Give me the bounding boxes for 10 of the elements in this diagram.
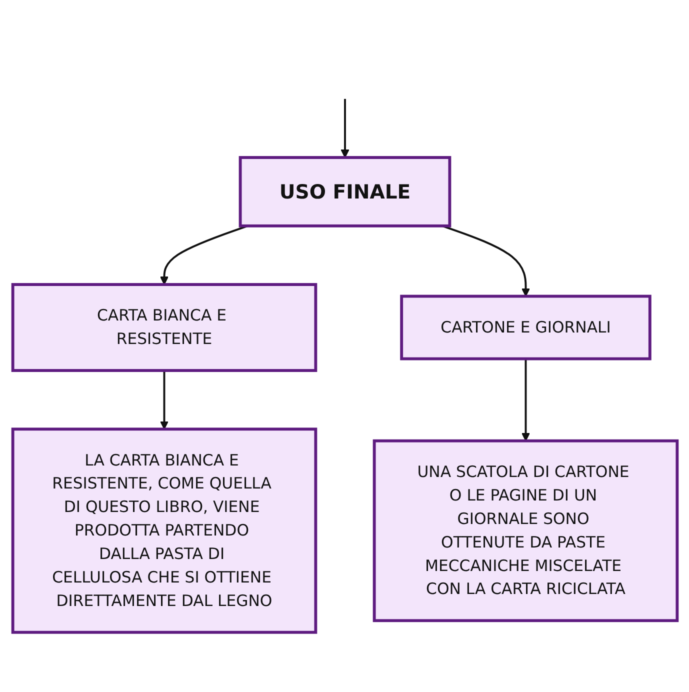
arrow [340,98,349,158]
arrow [520,358,530,442]
arrow [159,224,248,285]
node-box [400,294,651,360]
node-box [238,156,451,228]
arrow [442,224,530,297]
node-box [10,428,317,634]
node-box [10,282,317,372]
node-box [372,439,678,622]
arrow [159,370,168,430]
